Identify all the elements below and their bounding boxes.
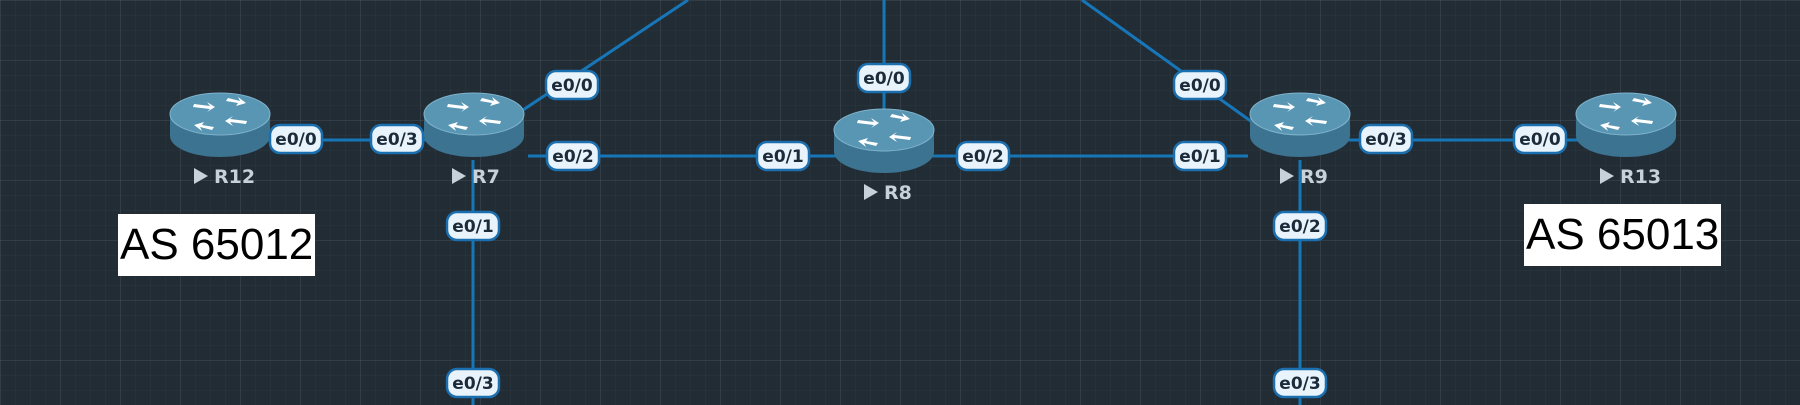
- links: [262, 0, 1578, 405]
- interface-labels: e0/0 e0/3 e0/0 e0/2 e0/1 e0/3 e0/0 e0/1: [268, 62, 1568, 399]
- as-label-right[interactable]: AS 65013: [1524, 204, 1722, 266]
- router-name-label: R8: [884, 182, 912, 204]
- router-name-label: R12: [214, 166, 255, 188]
- router-R13[interactable]: R13: [1575, 92, 1677, 188]
- svg-text:e0/1: e0/1: [452, 217, 493, 237]
- link-r9-up[interactable]: [1081, 0, 1253, 124]
- svg-text:e0/2: e0/2: [1279, 217, 1320, 237]
- port-r9-e00[interactable]: e0/0: [1172, 69, 1228, 101]
- router-icon[interactable]: [1575, 92, 1677, 158]
- port-r7-e02[interactable]: e0/2: [545, 140, 601, 172]
- port-r9-south-e03[interactable]: e0/3: [1272, 367, 1328, 399]
- port-r7-e01[interactable]: e0/1: [445, 210, 501, 242]
- svg-text:e0/3: e0/3: [1279, 374, 1320, 394]
- router-R9[interactable]: R9: [1249, 92, 1351, 188]
- svg-text:e0/1: e0/1: [762, 147, 803, 167]
- router-name-label: R9: [1300, 166, 1328, 188]
- svg-text:e0/3: e0/3: [1365, 130, 1406, 150]
- router-icon[interactable]: [833, 108, 935, 174]
- port-r8-e01[interactable]: e0/1: [755, 140, 811, 172]
- svg-text:e0/0: e0/0: [551, 76, 593, 96]
- port-r13-e00[interactable]: e0/0: [1512, 123, 1568, 155]
- router-name-label: R13: [1620, 166, 1661, 188]
- as-label-left[interactable]: AS 65012: [118, 214, 316, 276]
- play-triangle-icon: [194, 168, 208, 184]
- play-triangle-icon: [452, 168, 466, 184]
- link-r7-up[interactable]: [519, 0, 689, 114]
- port-r8-e02[interactable]: e0/2: [955, 140, 1011, 172]
- svg-text:e0/2: e0/2: [962, 147, 1003, 167]
- svg-text:e0/0: e0/0: [275, 130, 317, 150]
- play-triangle-icon: [1600, 168, 1614, 184]
- router-R12[interactable]: R12: [169, 92, 271, 188]
- port-r9-e03[interactable]: e0/3: [1358, 123, 1414, 155]
- svg-text:e0/2: e0/2: [552, 147, 593, 167]
- port-r7-e03[interactable]: e0/3: [369, 123, 425, 155]
- svg-text:e0/0: e0/0: [1519, 130, 1561, 150]
- router-icon[interactable]: [1249, 92, 1351, 158]
- svg-text:e0/1: e0/1: [1179, 147, 1220, 167]
- router-icon[interactable]: [423, 92, 525, 158]
- port-r9-e02[interactable]: e0/2: [1272, 210, 1328, 242]
- router-name-label: R7: [472, 166, 500, 188]
- svg-text:e0/0: e0/0: [1179, 76, 1221, 96]
- port-r7-e00[interactable]: e0/0: [544, 69, 600, 101]
- router-R8[interactable]: R8: [833, 108, 935, 204]
- play-triangle-icon: [1280, 168, 1294, 184]
- port-r9-e01[interactable]: e0/1: [1172, 140, 1228, 172]
- play-triangle-icon: [864, 184, 878, 200]
- svg-text:e0/3: e0/3: [376, 130, 417, 150]
- svg-text:e0/3: e0/3: [452, 374, 493, 394]
- router-icon[interactable]: [169, 92, 271, 158]
- router-R7[interactable]: R7: [423, 92, 525, 188]
- port-r8-e00[interactable]: e0/0: [856, 62, 912, 94]
- port-r7-south-e03[interactable]: e0/3: [445, 367, 501, 399]
- port-r12-e00[interactable]: e0/0: [268, 123, 324, 155]
- svg-text:e0/0: e0/0: [863, 69, 905, 89]
